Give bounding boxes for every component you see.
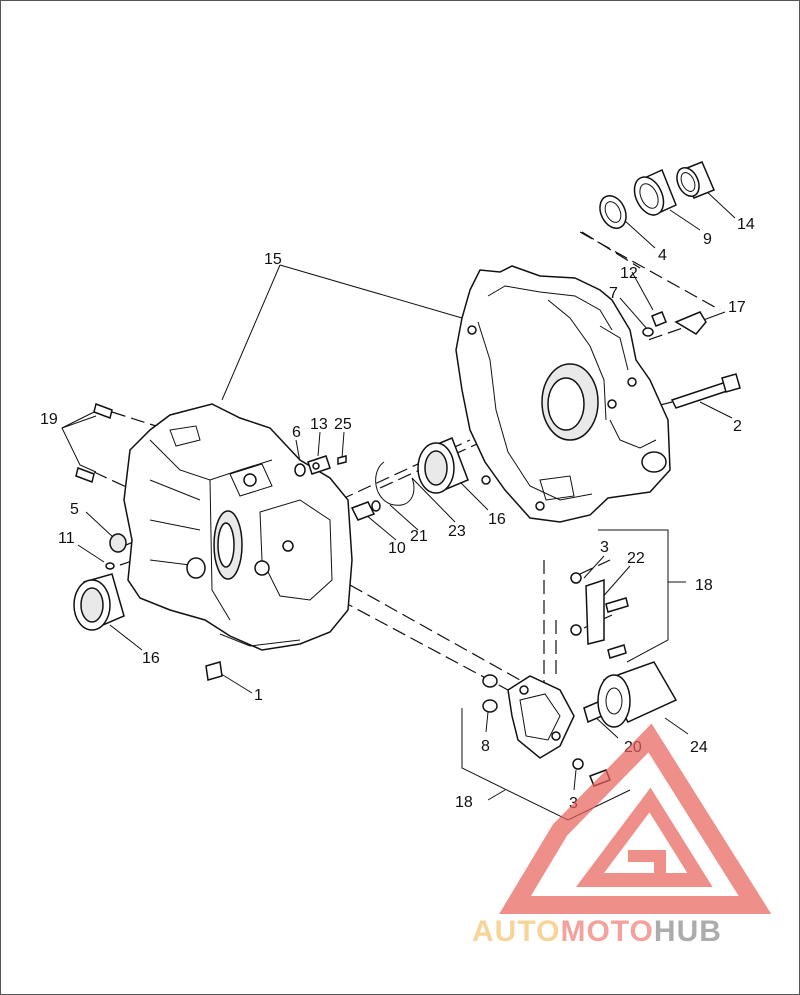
callout-13: 13 [310, 416, 328, 433]
callout-23: 23 [448, 523, 466, 540]
callout-19: 19 [40, 411, 58, 428]
drain-plug-part [205, 661, 223, 681]
callout-2: 2 [733, 418, 742, 435]
watermark-brand: AUTOMOTOHUB [472, 915, 722, 948]
callout-labels: 15 14 9 4 12 7 17 2 19 6 13 25 5 11 16 1… [40, 216, 755, 812]
callout-14: 14 [737, 216, 755, 233]
callout-24: 24 [690, 739, 708, 756]
left-crankcase-half [123, 403, 353, 651]
callout-5: 5 [70, 501, 79, 518]
stud-part [670, 373, 741, 409]
callout-10: 10 [388, 540, 406, 557]
center-hardware [350, 437, 469, 521]
bushing-part [676, 161, 715, 199]
callout-25: 25 [334, 416, 352, 433]
callout-11: 11 [58, 530, 75, 547]
callout-7: 7 [609, 285, 618, 302]
sensor-hardware [294, 455, 347, 477]
oil-seal-part [633, 168, 677, 217]
callout-4: 4 [658, 247, 667, 264]
callout-16-right: 16 [488, 511, 506, 528]
bearing-left-part [73, 573, 125, 631]
callout-15: 15 [264, 251, 282, 268]
callout-18-lower: 18 [455, 794, 473, 811]
callout-17: 17 [728, 299, 746, 316]
seal-stack [599, 161, 715, 229]
callout-8: 8 [481, 738, 490, 755]
callout-21: 21 [410, 528, 428, 545]
callout-22: 22 [627, 550, 645, 567]
callout-9: 9 [703, 231, 712, 248]
watermark: AUTOMOTOHUB [472, 723, 772, 948]
small-hardware-upper [642, 311, 707, 337]
seal-ring-part [599, 195, 627, 229]
callout-18-upper: 18 [695, 577, 713, 594]
callout-12: 12 [620, 265, 638, 282]
callout-16-left: 16 [142, 650, 160, 667]
left-hardware [75, 403, 127, 570]
callout-6: 6 [292, 424, 301, 441]
callout-1: 1 [254, 687, 263, 704]
watermark-triangle-logo [499, 723, 772, 914]
callout-3-upper: 3 [600, 539, 609, 556]
right-crankcase-half [455, 265, 671, 523]
oil-filter-assembly [482, 572, 678, 787]
leader-lines [61, 189, 736, 821]
